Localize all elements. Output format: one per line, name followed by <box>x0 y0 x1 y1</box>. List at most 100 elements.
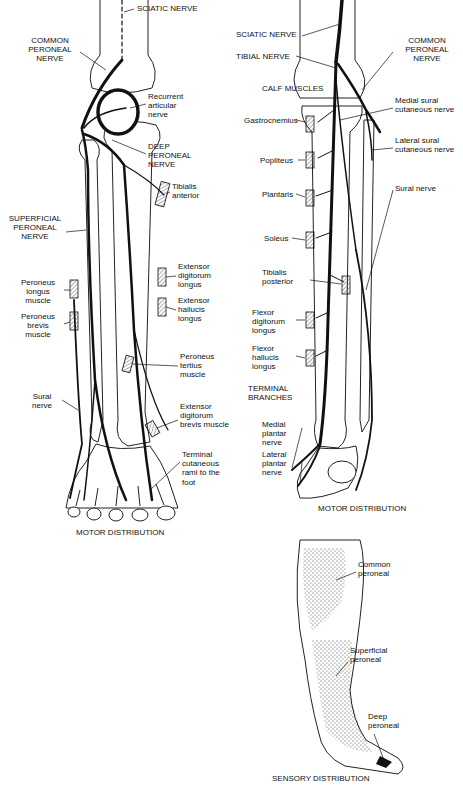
muscle-patch <box>158 298 166 316</box>
leader-line <box>340 108 393 120</box>
nerve-label: Recurrent articular nerve <box>148 92 198 120</box>
nerve-path <box>336 80 356 250</box>
muscle-label: Extensor digitorum brevis muscle <box>180 402 230 430</box>
leader-line <box>166 307 176 310</box>
muscle-patch <box>306 116 314 132</box>
group-heading: TERMINAL BRANCHES <box>248 384 310 402</box>
bone-outline <box>68 507 80 517</box>
muscle-patch <box>342 276 350 294</box>
leader-line <box>362 52 393 90</box>
bone-outline <box>132 509 148 521</box>
nerve-path <box>84 134 152 500</box>
nerve-label: COMMON PERONEAL NERVE <box>395 36 459 64</box>
leader-line <box>80 52 106 70</box>
bone-outline <box>87 508 101 520</box>
leader-line <box>124 9 134 12</box>
sensory-area <box>303 548 346 630</box>
area-label: Superficial peroneal <box>350 646 404 664</box>
nerve-path <box>121 0 122 60</box>
nerve-path <box>292 0 380 490</box>
nerve-label: Lateral plantar nerve <box>262 450 302 478</box>
muscle-label: Peroneus brevis muscle <box>14 312 62 340</box>
muscle-patch <box>306 190 314 206</box>
leader-line <box>296 194 305 197</box>
leader-line <box>336 662 348 676</box>
leader-line <box>150 462 180 490</box>
muscle-label: Plantaris <box>262 190 293 199</box>
nerve-path <box>82 130 126 500</box>
nerve-label: SCIATIC NERVE <box>236 30 297 39</box>
muscle-patch <box>155 181 170 207</box>
bone-outline <box>66 444 178 508</box>
leader-line <box>366 190 393 290</box>
muscle-label: Flexor digitorum longus <box>252 308 296 336</box>
nerve-label: Sural nerve <box>24 392 60 410</box>
leader-line <box>62 9 180 490</box>
area-label: Deep peroneal <box>368 712 408 730</box>
nerve-path <box>356 250 372 490</box>
panel-caption: MOTOR DISTRIBUTION <box>76 528 164 537</box>
muscle-label: Tibialis posterior <box>262 268 308 286</box>
muscle-label: Peroneus tertius muscle <box>180 352 228 380</box>
bone-outline <box>294 0 374 498</box>
leader-line <box>310 280 341 284</box>
bone-outline <box>157 506 175 520</box>
nerve-label: COMMON PERONEAL NERVE <box>20 36 80 64</box>
nerve-label: Terminal cutaneous rami to the foot <box>182 450 232 487</box>
nerve-path <box>316 110 344 356</box>
nerve-label: Lateral sural cutaneous nerve <box>395 136 455 154</box>
muscle-label: Tibialis anterior <box>172 182 214 200</box>
muscle-label: Extensor digitorum longus <box>178 262 226 290</box>
nerve-path <box>84 108 126 128</box>
leader-line <box>296 320 305 321</box>
leader-line <box>166 276 176 277</box>
leader-line <box>64 290 70 291</box>
group-heading: CALF MUSCLES <box>262 84 323 93</box>
leader-line <box>166 192 170 194</box>
leader-line <box>62 400 78 410</box>
nerve-path <box>70 0 168 500</box>
nerve-path <box>70 300 82 498</box>
leader-line <box>112 140 146 154</box>
leader-line <box>300 462 302 484</box>
muscle-label: Soleus <box>264 234 288 243</box>
leader-line <box>132 364 178 366</box>
muscle-patch <box>70 181 170 437</box>
bone-outline <box>90 0 155 93</box>
leg-silhouette <box>297 540 403 774</box>
leader-line <box>336 572 356 580</box>
leader-line <box>66 230 86 232</box>
muscle-label: Extensor hallucis longus <box>178 296 226 324</box>
muscle-label: Popliteus <box>260 156 293 165</box>
nerve-label: SUPERFICIAL PERONEAL NERVE <box>4 214 66 242</box>
nerve-label: TIBIAL NERVE <box>236 52 290 61</box>
muscle-patch <box>306 152 314 168</box>
area-label: Common peroneal <box>358 560 404 578</box>
nerve-label: DEEP PERONEAL NERVE <box>148 142 203 170</box>
leader-line <box>292 428 302 468</box>
muscle-label: Gastrocnemius <box>244 116 298 125</box>
nerve-path <box>84 380 95 500</box>
bone-outline <box>109 509 123 521</box>
nerve-path <box>82 60 122 128</box>
muscle-label: Flexor hallucis longus <box>252 344 296 372</box>
muscle-patch <box>70 312 78 330</box>
muscle-patch <box>306 232 314 248</box>
leader-line <box>130 104 146 108</box>
leader-line <box>302 24 340 36</box>
muscle-patch <box>306 116 350 366</box>
nerve-label: Medial plantar nerve <box>262 420 302 448</box>
leader-line <box>64 322 70 324</box>
patella <box>98 90 138 134</box>
bone-outline <box>328 461 356 483</box>
bone-outline <box>294 0 365 98</box>
nerve-path <box>336 0 342 62</box>
leg-silhouette <box>297 540 403 774</box>
leader-line <box>296 356 305 358</box>
muscle-label: Peroneus longus muscle <box>14 278 62 306</box>
leader-line <box>372 148 393 150</box>
bone-outline <box>297 446 358 498</box>
leader-line <box>296 56 336 68</box>
